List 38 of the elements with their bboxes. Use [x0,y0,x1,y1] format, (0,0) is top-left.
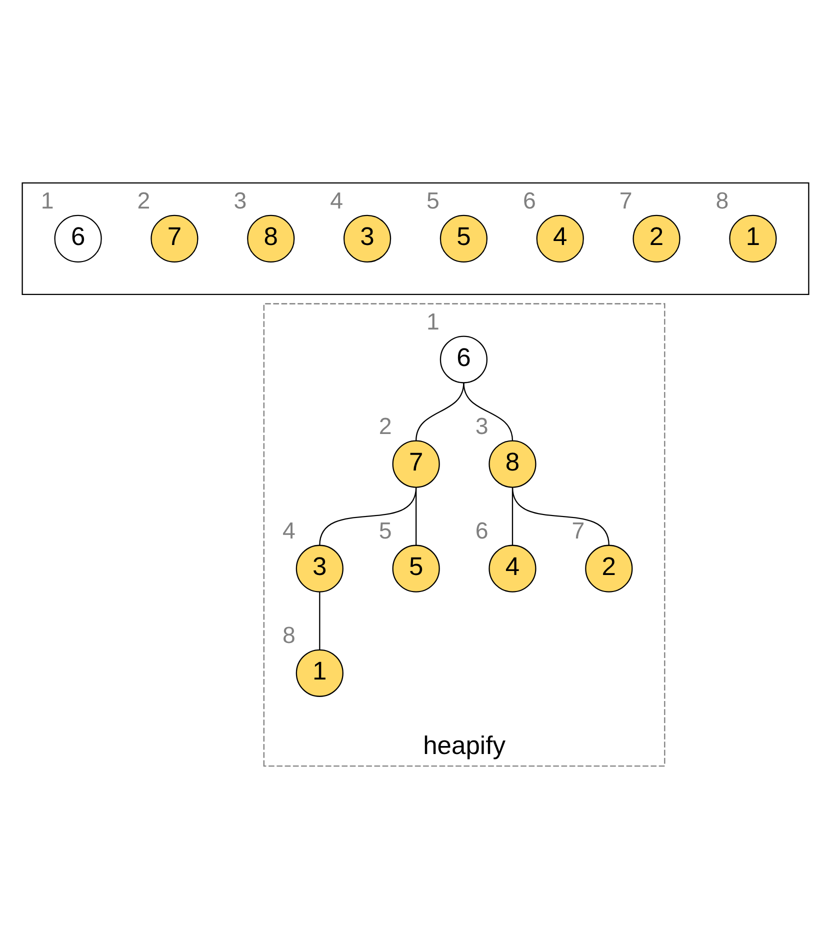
cluster [22,182,810,295]
node-circle: 1 [296,648,344,696]
connector [512,486,610,545]
node-circle: 4 [488,544,536,592]
node-circle: 3 [343,214,392,262]
node-circle: 3 [296,544,344,592]
node-label: 7 [572,516,585,543]
node-circle: 2 [585,544,633,592]
node-label: 8 [282,621,296,648]
node-label: 6 [522,186,536,213]
node-circle: 6 [440,335,488,383]
node-label: 1 [426,308,440,334]
node-label: 2 [137,186,150,213]
node-circle: 8 [488,440,536,488]
node-label: 4 [330,186,344,213]
node-label: 3 [234,186,247,213]
node-label: 4 [282,516,296,543]
node-circle: 5 [440,214,488,262]
node-label: 1 [40,186,54,213]
connector [319,591,320,650]
node-circle: 5 [392,544,440,592]
node-label: 8 [716,186,729,213]
node-circle: 7 [392,440,440,488]
node-circle: 6 [54,214,102,262]
node-circle: 2 [632,214,680,262]
connector [463,382,514,440]
node-label: 3 [475,412,488,438]
node-circle: 1 [729,214,777,262]
node-label: 5 [426,186,440,213]
node-label: 7 [619,186,632,213]
node-circle: 8 [247,214,295,262]
connector [416,486,417,545]
node-circle: 4 [536,214,584,262]
node-label: 5 [378,516,392,543]
node-circle: 7 [150,214,198,262]
connector [319,486,417,545]
node-label: 6 [475,516,488,543]
node-label: 2 [378,412,392,438]
